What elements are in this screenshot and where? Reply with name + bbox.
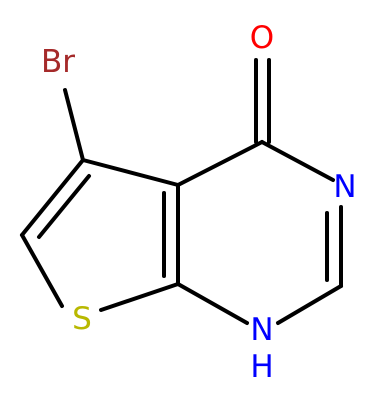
atom-oxygen: O <box>250 20 274 56</box>
bond-s-c7a <box>99 282 180 312</box>
bond-c6-s <box>20 233 64 308</box>
bond-c3a-c5 <box>81 158 180 187</box>
bond-c3a-c4 <box>176 140 264 187</box>
atom-nitrogen-1: N <box>250 312 273 348</box>
atom-hydrogen: H <box>250 349 273 385</box>
atom-labels: Br O N S N H <box>41 20 357 385</box>
bond-c2-n1 <box>276 284 343 325</box>
bonds <box>20 58 343 325</box>
bond-n1-c7a <box>176 282 249 325</box>
atom-bromine: Br <box>41 44 75 80</box>
atom-sulfur: S <box>72 301 92 337</box>
bond-c5-c6-a <box>20 158 85 237</box>
bond-c5-br <box>63 88 85 162</box>
bond-c5-c6-b <box>37 174 91 239</box>
bond-c4-n3 <box>260 140 335 182</box>
atom-nitrogen-3: N <box>333 169 356 205</box>
